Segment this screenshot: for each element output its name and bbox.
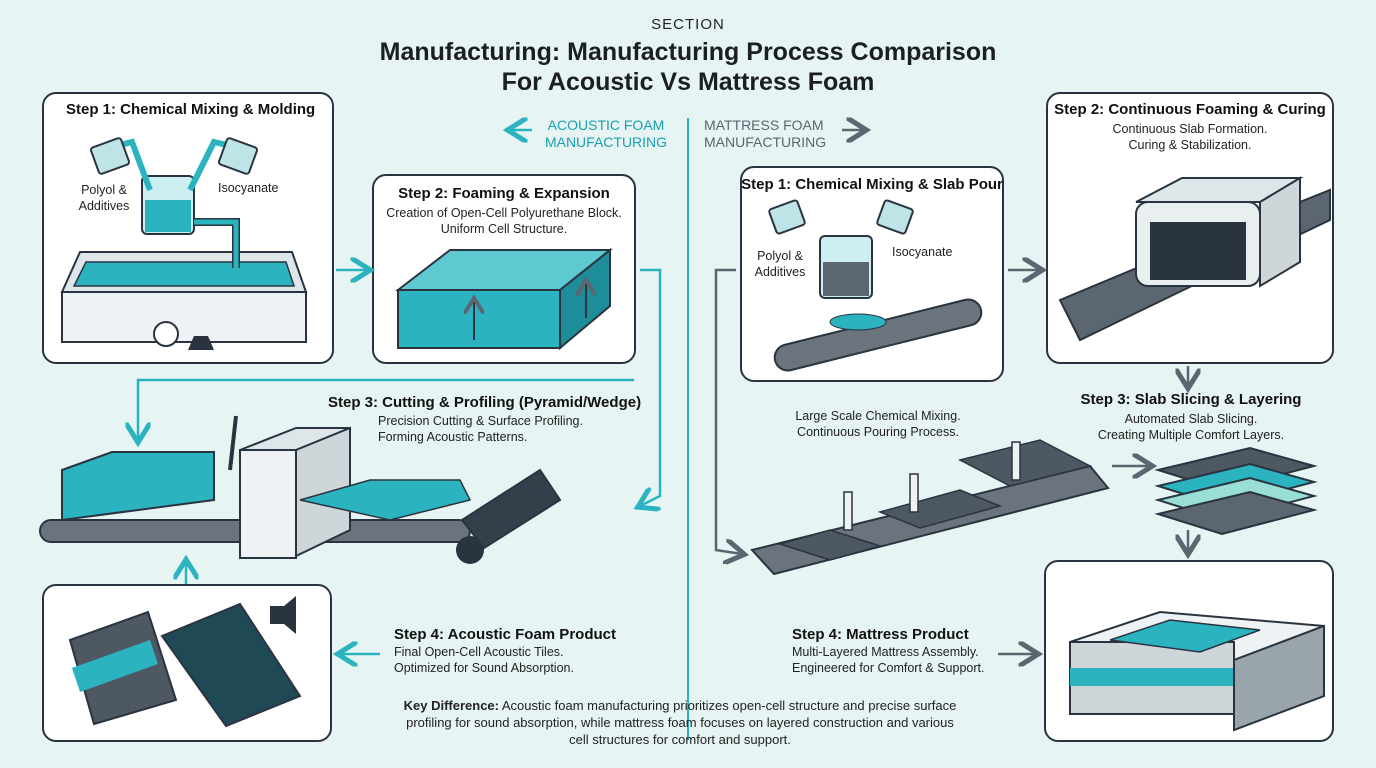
mattress-step4-desc: Multi-Layered Mattress Assembly. Enginee… [792,644,984,676]
mattress-heading-line1: MATTRESS FOAM [704,117,824,133]
acoustic-step4-desc-line1: Final Open-Cell Acoustic Tiles. [394,645,564,659]
mattress-step4-desc-line1: Multi-Layered Mattress Assembly. [792,645,979,659]
key-difference-text-2: profiling for sound absorption, while ma… [406,715,954,730]
acoustic-step1-label-polyol: Polyol & Additives [66,182,142,214]
cutting-line-illustration [39,415,562,564]
foam-block-illustration [395,247,613,351]
acoustic-heading-line1: ACOUSTIC FOAM [547,117,665,133]
mattress-step3-title: Step 3: Slab Slicing & Layering [1080,391,1302,408]
acoustic-step3-title: Step 3: Cutting & Profiling (Pyramid/Wed… [328,394,642,411]
acoustic-step3-desc-line1: Precision Cutting & Surface Profiling. [378,414,583,428]
mattress-step2-desc-line2: Curing & Stabilization. [1128,138,1252,152]
acoustic-step4-desc: Final Open-Cell Acoustic Tiles. Optimize… [394,644,574,676]
acoustic-step3-desc: Precision Cutting & Surface Profiling. F… [378,413,583,445]
polyol-label-line2: Additives [78,199,130,213]
mattress-step1-title: Step 1: Chemical Mixing & Slab Pour [741,176,1003,193]
mattress-step3-desc-line2: Creating Multiple Comfort Layers. [1097,428,1285,442]
mattress-step2-desc: Continuous Slab Formation. Curing & Stab… [1046,121,1334,153]
page-title: Manufacturing: Manufacturing Process Com… [379,38,997,66]
mattress-step3-desc: Automated Slab Slicing. Creating Multipl… [1056,411,1326,443]
acoustic-step2-desc-line2: Uniform Cell Structure. [440,222,568,236]
acoustic-column-heading: ACOUSTIC FOAM MANUFACTURING [536,117,676,151]
mattress-heading-line2: MANUFACTURING [704,134,827,150]
key-difference-note: Key Difference: Acoustic foam manufactur… [340,697,1020,748]
section-kicker: SECTION [651,16,725,33]
mixing-tank-illustration [60,137,308,350]
acoustic-step2-desc: Creation of Open-Cell Polyurethane Block… [372,205,636,237]
mattress-step1-desc-line2: Continuous Pouring Process. [797,425,959,439]
layer-stack-illustration [1154,446,1318,536]
mattress-step1-desc-line1: Large Scale Chemical Mixing. [795,409,961,423]
mattress-step1-label-polyol: Polyol & Additives [744,248,816,280]
mattress-step1-desc: Large Scale Chemical Mixing. Continuous … [760,408,996,440]
mattress-polyol-label-line2: Additives [754,265,806,279]
mattress-step3-desc-line1: Automated Slab Slicing. [1124,412,1258,426]
key-difference-text-3: cell structures for comfort and support. [569,732,791,747]
acoustic-tiles-illustration [68,596,302,728]
acoustic-heading-line2: MANUFACTURING [544,134,668,150]
acoustic-step3-desc-line2: Forming Acoustic Patterns. [378,430,528,444]
polyol-label-line1: Polyol & [81,183,127,197]
acoustic-step4-desc-line2: Optimized for Sound Absorption. [394,661,574,675]
acoustic-step2-desc-line1: Creation of Open-Cell Polyurethane Block… [386,206,622,220]
mattress-illustration [1069,610,1325,732]
mattress-column-heading: MATTRESS FOAM MANUFACTURING [704,117,844,151]
slab-pour-illustration [768,199,983,372]
flow-arrows [138,130,1188,654]
page-title-line2: For Acoustic Vs Mattress Foam [501,68,875,96]
mattress-step2-desc-line1: Continuous Slab Formation. [1112,122,1268,136]
mattress-polyol-label-line1: Polyol & [757,249,803,263]
acoustic-step1-label-isocyanate: Isocyanate [218,181,279,195]
acoustic-step1-title: Step 1: Chemical Mixing & Molding [66,101,316,118]
mattress-step4-title: Step 4: Mattress Product [792,626,969,643]
mattress-step1-label-isocyanate: Isocyanate [892,245,953,259]
curing-tunnel-illustration [1058,176,1331,342]
acoustic-step2-title: Step 2: Foaming & Expansion [398,185,610,202]
slicing-line-illustration [750,439,1110,576]
acoustic-step4-title: Step 4: Acoustic Foam Product [394,626,616,643]
key-difference-label: Key Difference: [403,698,499,713]
mattress-step4-desc-line2: Engineered for Comfort & Support. [792,661,985,675]
mattress-step2-title: Step 2: Continuous Foaming & Curing [1054,101,1326,118]
key-difference-text-1: Acoustic foam manufacturing prioritizes … [501,698,957,713]
